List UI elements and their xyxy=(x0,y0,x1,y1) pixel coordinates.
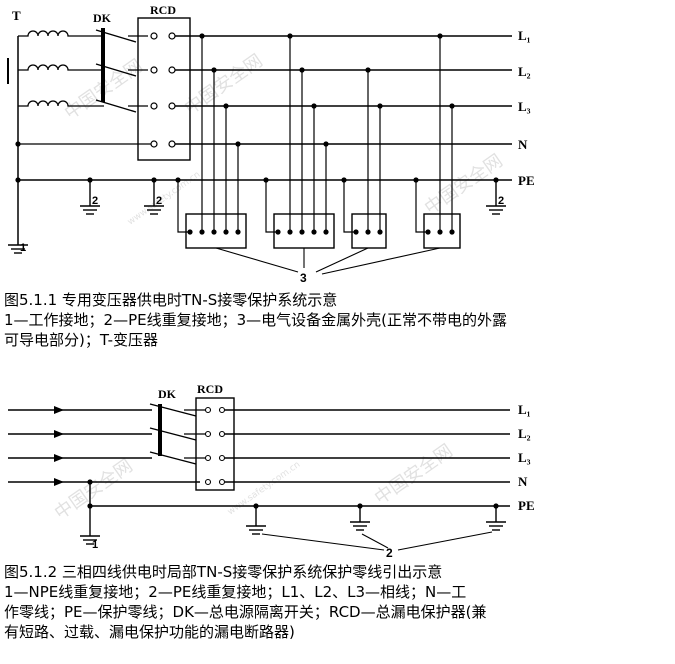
figure-1-legend-line1: 1—工作接地；2—PE线重复接地；3—电气设备金属外壳(正常不带电的外露 xyxy=(4,311,508,329)
figure-1-legend-line2: 可导电部分)；T-变压器 xyxy=(4,331,159,349)
dk-switch xyxy=(95,28,137,113)
leader-lines-2 xyxy=(261,531,493,551)
l2-label: L₂ xyxy=(518,64,531,79)
transformer-label: T xyxy=(12,8,21,23)
rcd-contacts-2 xyxy=(204,406,226,486)
ground-marker-2b: 2 xyxy=(156,195,162,207)
watermark: 中国安全网 中国安全网 www.safety.com.cn 中国安全网 中国安全… xyxy=(51,50,507,524)
figure-2-labels: DK RCD L₁ L₂ L₃ N PE 1 2 xyxy=(92,382,535,560)
figure-1-labels: T DK RCD L₁ L₂ L₃ N PE 1 2 2 2 3 xyxy=(12,3,535,285)
dk-label: DK xyxy=(93,11,112,25)
watermark-url: www.safety.com.cn xyxy=(226,460,302,518)
main-conductors xyxy=(175,35,512,145)
junction-dots-2 xyxy=(87,479,499,509)
ground-marker-2a: 2 xyxy=(92,195,98,207)
watermark-text: 中国安全网 xyxy=(51,455,137,524)
outgoing-conductors xyxy=(225,409,510,483)
equipment-taps xyxy=(177,36,453,233)
rcd-label-2: RCD xyxy=(197,382,223,396)
pe-label: PE xyxy=(518,173,535,188)
transformer-coils xyxy=(18,30,78,107)
n-label-2: N xyxy=(518,474,528,489)
ground-marker-2-fig2: 2 xyxy=(386,546,393,560)
dk-switch-2 xyxy=(149,403,197,465)
figure-1-title: 图5.1.1 专用变压器供电时TN-S接零保护系统示意 xyxy=(4,291,338,309)
ground-marker-1-fig2: 1 xyxy=(92,539,98,551)
ground-symbols xyxy=(8,180,506,254)
l3-label: L₃ xyxy=(518,99,531,114)
rcd-box-2 xyxy=(195,397,235,491)
ground-symbols-2 xyxy=(80,506,506,545)
watermark-url: www.safety.com.cn xyxy=(126,170,202,228)
l2-label-2: L₂ xyxy=(518,426,531,441)
pe-label-2: PE xyxy=(518,498,535,513)
l1-label-2: L₁ xyxy=(518,402,531,417)
watermark-text: 中国安全网 xyxy=(181,50,267,119)
enclosure-marker-3: 3 xyxy=(300,271,307,285)
figure-2-legend-line3: 有短路、过载、漏电保护功能的漏电断路器) xyxy=(4,623,295,641)
junction-dots xyxy=(15,33,499,235)
rcd-box xyxy=(137,17,191,161)
pe-conductor-2 xyxy=(89,482,510,507)
figure-2-legend-line2: 作零线；PE—保护零线；DK—总电源隔离开关；RCD—总漏电保护器(兼 xyxy=(4,603,487,621)
figure-1-diagram xyxy=(7,17,512,275)
watermark-text: 中国安全网 xyxy=(421,150,507,219)
l1-label: L₁ xyxy=(518,28,531,43)
watermark-text: 中国安全网 xyxy=(371,440,457,509)
n-label: N xyxy=(518,137,528,152)
figure-2-diagram xyxy=(8,397,510,551)
arrowheads xyxy=(54,406,64,486)
figure-2-legend-line1: 1—NPE线重复接地；2—PE线重复接地；L1、L2、L3—相线；N—工 xyxy=(4,583,467,601)
figure-2-title: 图5.1.2 三相四线供电时局部TN-S接零保护系统保护零线引出示意 xyxy=(4,563,443,581)
ground-marker-2c: 2 xyxy=(498,195,504,207)
l3-label-2: L₃ xyxy=(518,450,531,465)
incoming-wires xyxy=(8,409,200,483)
rcd-contacts xyxy=(150,32,176,148)
dk-label-2: DK xyxy=(158,387,177,401)
ground-marker-1: 1 xyxy=(20,242,26,254)
leader-lines-3 xyxy=(215,247,441,275)
rcd-label: RCD xyxy=(150,3,176,17)
